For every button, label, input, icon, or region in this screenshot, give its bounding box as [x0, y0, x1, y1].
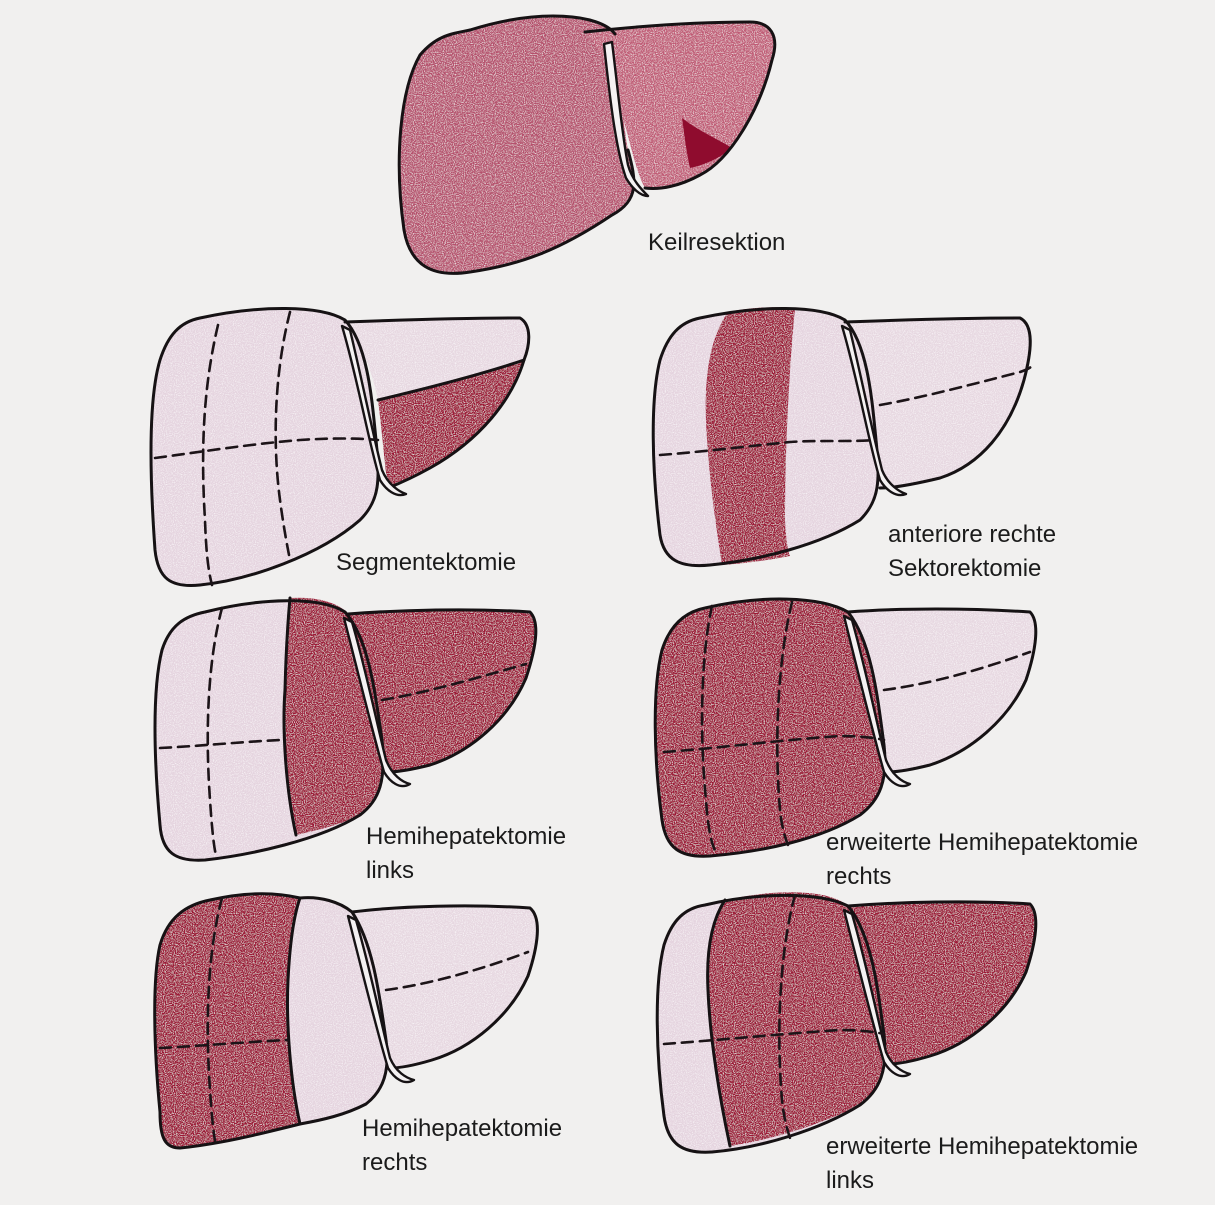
caption-line: rechts — [826, 860, 1138, 894]
right-lobe — [151, 308, 378, 585]
caption-line: Sektorektomie — [888, 552, 1056, 586]
right-lobe — [399, 16, 634, 273]
caption-hemi-rechts: Hemihepatektomie rechts — [362, 1112, 562, 1180]
liver-segmentektomie — [151, 308, 529, 585]
liver-ext-hemi-rechts — [655, 599, 1036, 856]
caption-line: Hemihepatektomie — [362, 1112, 562, 1146]
caption-line: links — [826, 1164, 1138, 1198]
caption-line: erweiterte Hemihepatektomie — [826, 826, 1138, 860]
caption-line: erweiterte Hemihepatektomie — [826, 1130, 1138, 1164]
right-hemiliver-resected — [155, 894, 300, 1148]
anterior-sector-resected — [706, 307, 795, 565]
caption-line: rechts — [362, 1146, 562, 1180]
caption-ext-hemi-links: erweiterte Hemihepatektomie links — [826, 1130, 1138, 1198]
caption-line: Keilresektion — [648, 226, 785, 260]
caption-keilresektion: Keilresektion — [648, 226, 785, 260]
caption-line: anteriore rechte — [888, 518, 1056, 552]
caption-line: Hemihepatektomie — [366, 820, 566, 854]
caption-hemi-links: Hemihepatektomie links — [366, 820, 566, 888]
caption-line: links — [366, 854, 566, 888]
caption-line: Segmentektomie — [336, 546, 516, 580]
caption-ext-hemi-rechts: erweiterte Hemihepatektomie rechts — [826, 826, 1138, 894]
liver-hemi-rechts — [155, 894, 538, 1148]
liver-ext-hemi-links — [657, 892, 1036, 1152]
caption-sektorektomie: anteriore rechte Sektorektomie — [888, 518, 1056, 586]
caption-segmentektomie: Segmentektomie — [336, 546, 516, 580]
